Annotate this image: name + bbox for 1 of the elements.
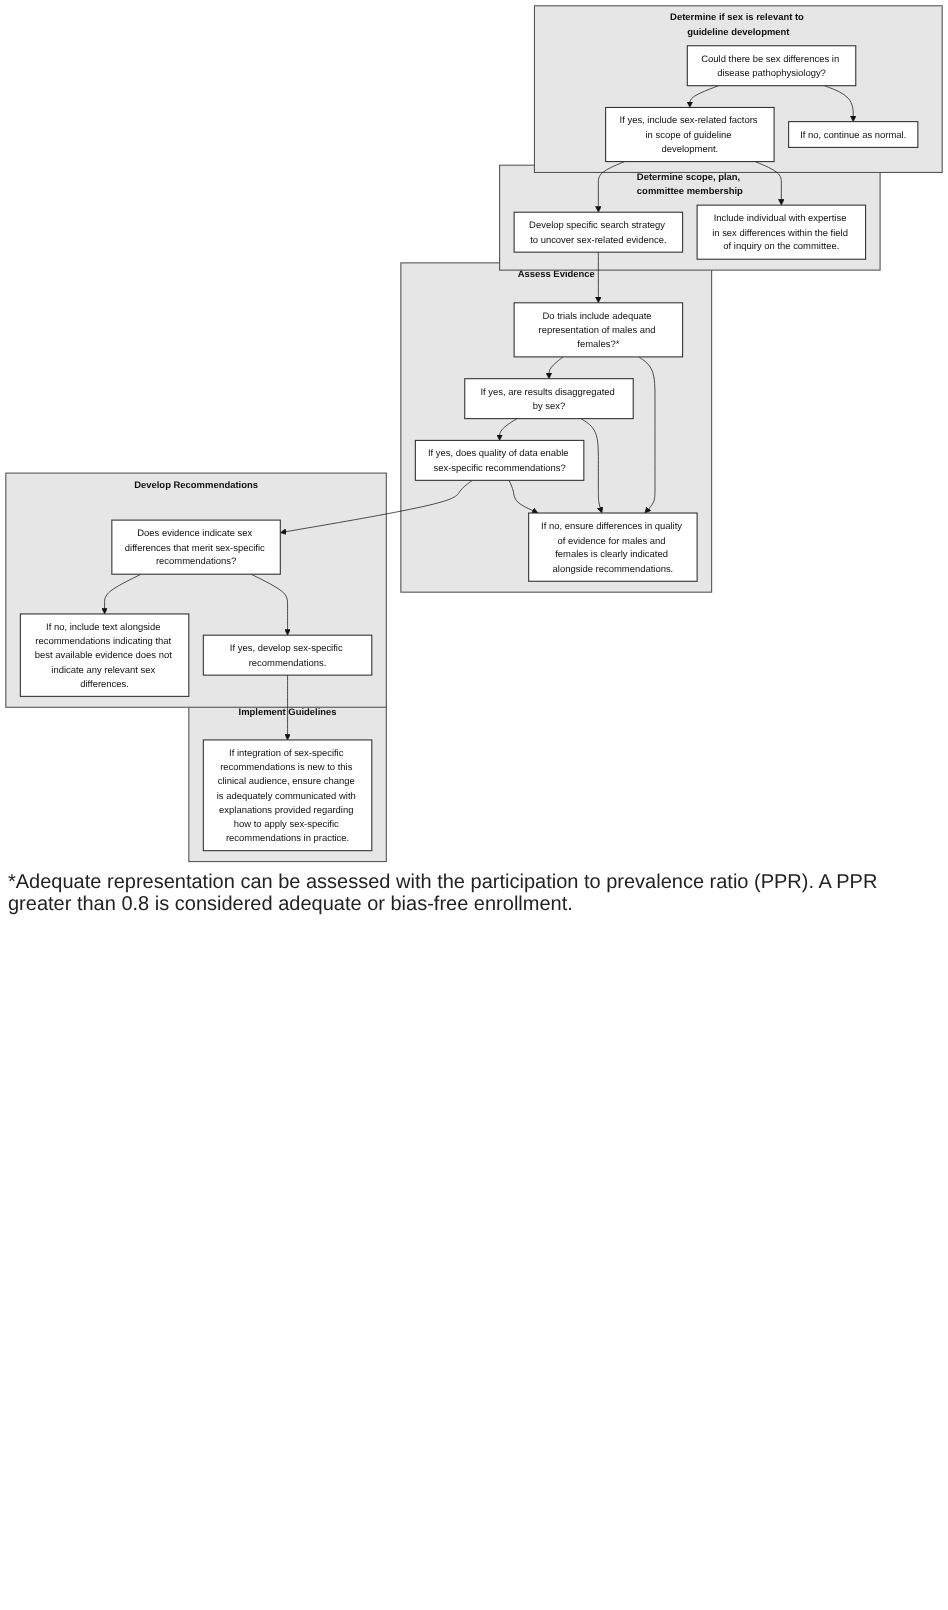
- footnote: *Adequate representation can be assessed with the participation to prevalence ratio (PPR). A PPR greater than 0.8 is considered adequate or bias-free enrollment.: [6, 869, 880, 920]
